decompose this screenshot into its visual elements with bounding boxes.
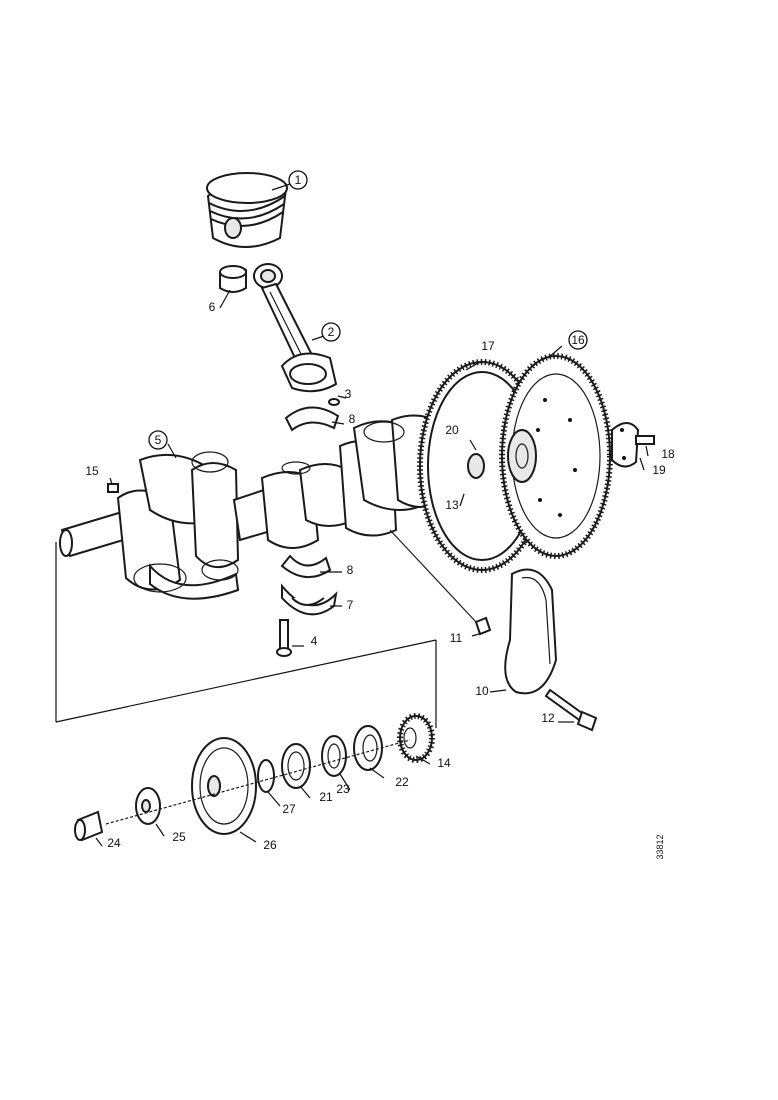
callout-15: 15 <box>85 464 99 478</box>
callout-circle-1 <box>288 170 308 190</box>
callout-7: 7 <box>347 598 354 612</box>
callout-5: 5 <box>155 433 162 447</box>
big-end-bolt <box>276 619 292 657</box>
main-bearing-bolt <box>544 688 598 732</box>
dowel <box>474 616 492 636</box>
big-end-bearing-upper <box>284 406 340 432</box>
callout-14: 14 <box>437 756 451 770</box>
callout-3: 3 <box>345 387 352 401</box>
callout-2: 2 <box>328 325 335 339</box>
callout-circle-16 <box>568 330 588 350</box>
small-end-bush <box>219 265 247 293</box>
callout-4: 4 <box>311 634 318 648</box>
pilot-bearing <box>467 453 485 479</box>
crankshaft <box>59 414 483 600</box>
callout-17: 17 <box>481 339 495 353</box>
image-code: 33812 <box>655 834 665 859</box>
spacer-23 <box>321 735 347 777</box>
callout-27: 27 <box>282 802 296 816</box>
main-bearing-cap <box>504 568 558 695</box>
callout-24: 24 <box>107 836 121 850</box>
callout-circle-2 <box>321 322 341 342</box>
callout-13: 13 <box>445 498 459 512</box>
assembly-lines <box>55 529 477 825</box>
connecting-rod <box>253 263 338 393</box>
big-end-nut <box>328 398 340 406</box>
callout-23: 23 <box>336 782 350 796</box>
pulley-bolt <box>74 810 104 842</box>
callout-26: 26 <box>263 838 277 852</box>
spacer-22 <box>353 725 383 771</box>
leader-lines <box>95 183 649 847</box>
pulley-washer <box>135 787 161 825</box>
callout-16: 16 <box>571 333 585 347</box>
spacer-21 <box>281 743 311 789</box>
big-end-bearing-lower <box>280 554 332 578</box>
piston <box>206 172 288 248</box>
big-end-cap <box>281 583 338 616</box>
callout-19: 19 <box>652 463 666 477</box>
callout-8a: 8 <box>349 412 356 426</box>
timing-sprocket <box>397 713 435 763</box>
pulley <box>191 737 257 835</box>
flywheel <box>499 353 613 559</box>
callout-11: 11 <box>450 631 463 645</box>
callout-1: 1 <box>295 173 302 187</box>
callout-20: 20 <box>445 423 459 437</box>
crank-key <box>107 483 119 493</box>
callout-12: 12 <box>541 711 555 725</box>
flywheel-washer-plate <box>611 422 655 468</box>
callout-21: 21 <box>319 790 333 804</box>
callout-circle-5 <box>148 430 168 450</box>
callout-22: 22 <box>395 775 409 789</box>
callout-25: 25 <box>172 830 186 844</box>
o-ring <box>257 759 275 793</box>
callout-10: 10 <box>475 684 489 698</box>
callout-6: 6 <box>209 300 216 314</box>
callout-8b: 8 <box>347 563 354 577</box>
callout-18: 18 <box>661 447 675 461</box>
